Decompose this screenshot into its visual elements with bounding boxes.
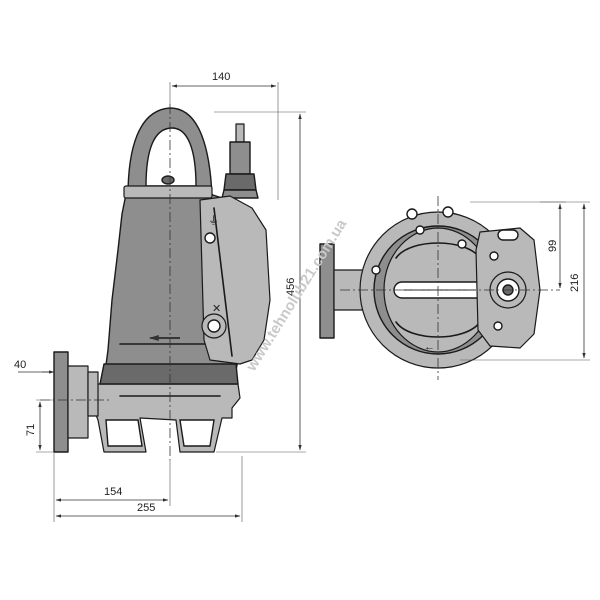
dim-label-40: 40 [14,359,26,371]
dim-label-71: 71 [25,424,37,436]
svg-text:←: ← [424,341,435,353]
cable-entry [221,123,259,199]
svg-text:⏚: ⏚ [208,214,219,227]
dimension-140: 140 [169,71,279,200]
dim-label-140: 140 [212,71,230,83]
dimension-40: 40 [14,359,55,374]
dimension-255: 255 [55,456,243,522]
dimension-71: 71 [25,399,54,453]
side-bracket: ⏚ ✕ [199,195,271,365]
dimension-456: 456 [214,111,306,453]
dimension-216: 216 [460,201,590,361]
dim-label-456: 456 [285,278,297,296]
dimension-154: 154 [53,452,171,522]
top-view: ← [319,196,560,380]
dim-label-216: 216 [569,274,581,292]
discharge-flange [53,351,99,453]
dim-label-255: 255 [137,502,155,514]
dim-label-154: 154 [104,486,122,498]
top-view-bracket [475,227,541,349]
lifting-handle [123,107,213,199]
top-view-flange [319,243,365,339]
svg-text:✕: ✕ [212,303,221,315]
side-view: ⏚ ✕ [40,104,271,460]
dim-label-99: 99 [547,240,559,252]
pump-base [85,383,241,453]
